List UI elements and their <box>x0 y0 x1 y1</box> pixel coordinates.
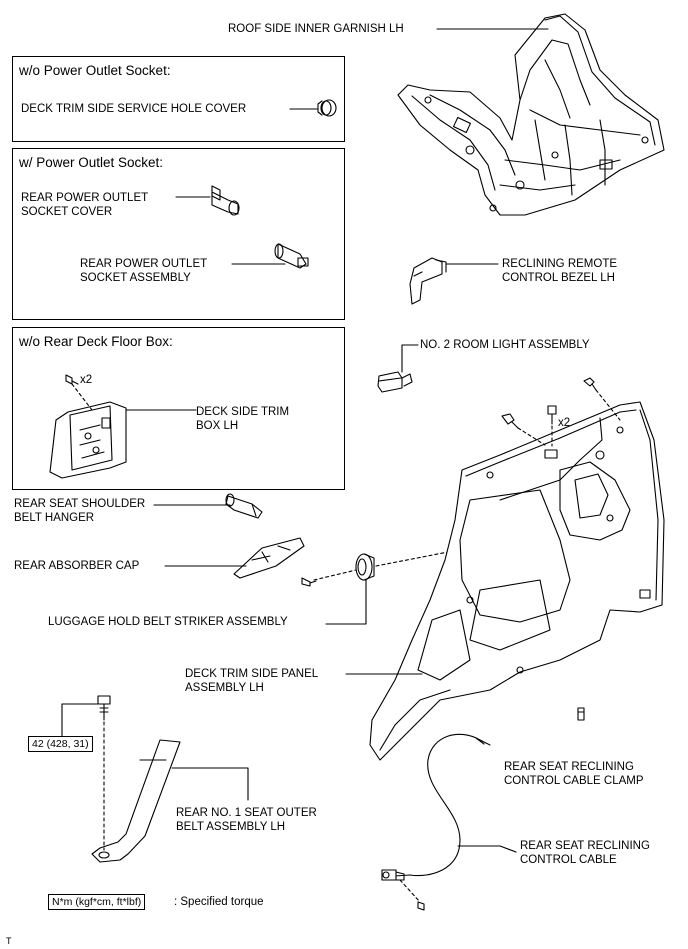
label-reclining-bezel-line1: RECLINING REMOTE <box>502 258 618 270</box>
label-outlet-assembly-line2: SOCKET ASSEMBLY <box>80 272 191 284</box>
label-panel-screw-qty: x2 <box>558 417 571 429</box>
label-deck-trim-panel-line2: ASSEMBLY LH <box>185 682 264 694</box>
label-shoulder-hanger-line2: BELT HANGER <box>14 512 95 524</box>
deck-trim-side-panel-drawing <box>369 401 665 761</box>
service-hole-cover-drawing <box>317 99 337 117</box>
variant-box-no-outlet-title: w/o Power Outlet Socket: <box>19 63 171 78</box>
label-deck-side-trim-box-line1: DECK SIDE TRIM <box>196 406 290 418</box>
control-cable-drawing <box>381 733 491 881</box>
variant-box-with-outlet-title: w/ Power Outlet Socket: <box>19 155 164 170</box>
label-control-cable-line2: CONTROL CABLE <box>520 854 617 866</box>
label-control-cable-line1: REAR SEAT RECLINING <box>520 840 650 852</box>
label-outlet-cover-line1: REAR POWER OUTLET <box>21 192 149 204</box>
variant-box-no-floor-box-title: w/o Rear Deck Floor Box: <box>19 334 173 349</box>
label-room-light: NO. 2 ROOM LIGHT ASSEMBLY <box>420 339 590 351</box>
label-absorber-cap: REAR ABSORBER CAP <box>14 560 140 572</box>
label-seat-belt-line1: REAR NO. 1 SEAT OUTER <box>176 807 317 819</box>
shoulder-belt-hanger-drawing <box>225 493 263 519</box>
seat-belt-drawing <box>91 739 181 863</box>
seat-belt-bolt-drawing <box>97 695 111 721</box>
deck-side-trim-box-drawing <box>49 401 127 479</box>
striker-bolt-drawing <box>301 577 317 587</box>
label-reclining-bezel-line2: CONTROL BEZEL LH <box>502 272 615 284</box>
reclining-bezel-drawing <box>409 257 447 305</box>
room-light-drawing <box>377 371 413 393</box>
legend-torque-unit: N*m (kgf*cm, ft*lbf) <box>48 894 146 910</box>
label-roof-side-inner-garnish: ROOF SIDE INNER GARNISH LH <box>228 23 404 35</box>
cable-bolt-drawing <box>417 901 425 911</box>
leader-control-cable <box>457 845 517 853</box>
panel-screw-3 <box>501 413 519 429</box>
leader-room-light <box>401 344 419 373</box>
label-deck-trim-panel-line1: DECK TRIM SIDE PANEL <box>185 668 319 680</box>
variant-box-no-outlet: w/o Power Outlet Socket: <box>12 56 345 142</box>
leader-seat-belt <box>171 767 249 801</box>
panel-screw-1 <box>583 377 597 391</box>
corner-mark: T <box>6 936 12 946</box>
label-seat-belt-line2: BELT ASSEMBLY LH <box>176 821 286 833</box>
cable-clamp-drawing <box>577 707 585 721</box>
roof-side-inner-garnish-drawing <box>397 13 665 216</box>
outlet-socket-cover-drawing <box>211 185 240 216</box>
variant-box-with-outlet: w/ Power Outlet Socket: <box>12 148 345 320</box>
label-service-hole-cover: DECK TRIM SIDE SERVICE HOLE COVER <box>21 103 247 115</box>
torque-spec-box: 42 (428, 31) <box>28 736 93 752</box>
variant-box-no-floor-box: w/o Rear Deck Floor Box: <box>12 327 345 490</box>
dash-box-screw <box>71 383 93 411</box>
outlet-socket-assembly-drawing <box>274 243 309 269</box>
label-box-screw-qty: x2 <box>80 374 93 386</box>
label-cable-clamp-line1: REAR SEAT RECLINING <box>504 761 634 773</box>
legend-torque-text: : Specified torque <box>174 896 264 908</box>
label-shoulder-hanger-line1: REAR SEAT SHOULDER <box>14 498 146 510</box>
luggage-striker-drawing <box>355 553 375 581</box>
label-luggage-striker: LUGGAGE HOLD BELT STRIKER ASSEMBLY <box>48 616 288 628</box>
label-outlet-assembly-line1: REAR POWER OUTLET <box>80 258 208 270</box>
label-cable-clamp-line2: CONTROL CABLE CLAMP <box>504 775 644 787</box>
leader-luggage-striker <box>325 579 367 625</box>
panel-screw-2 <box>547 405 557 425</box>
absorber-cap-drawing <box>233 537 305 579</box>
label-outlet-cover-line2: SOCKET COVER <box>21 206 113 218</box>
label-deck-side-trim-box-line2: BOX LH <box>196 420 239 432</box>
leader-torque <box>61 703 99 737</box>
